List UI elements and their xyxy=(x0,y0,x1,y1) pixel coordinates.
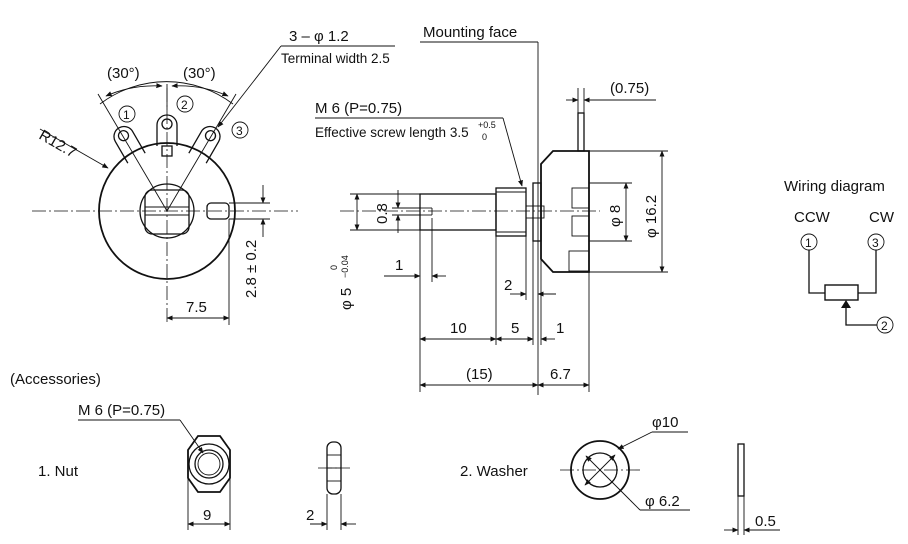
side-view: Mounting face M 6 (P=0.75) Effective scr… xyxy=(315,24,668,395)
washer-thickness-label: 0.5 xyxy=(755,513,776,530)
width-dim-label: 7.5 xyxy=(186,299,207,316)
front-view: (30°) (30°) ① 1 2 3 R12.7 3 – φ 1.2 Term… xyxy=(32,28,395,325)
dim-10-label: 10 xyxy=(450,320,467,337)
shaft-tol-lower: −0.04 xyxy=(340,255,350,278)
dim-6-7-label: 6.7 xyxy=(550,366,571,383)
height-dim-label: 2.8 ± 0.2 xyxy=(243,240,260,298)
body-side xyxy=(540,150,590,273)
screw-length-label: Effective screw length 3.5 xyxy=(315,125,469,140)
wiring-terminal-3: 3 xyxy=(867,233,885,251)
dim-2-label: 2 xyxy=(504,277,512,294)
wiring-terminal-2: 2 xyxy=(876,316,894,334)
potentiometer-body xyxy=(98,142,236,280)
mounting-face-label: Mounting face xyxy=(423,24,517,41)
washer-outer-label: φ10 xyxy=(652,414,678,431)
bushing-dia-label: φ 8 xyxy=(607,205,624,227)
dim-1b-label: 1 xyxy=(556,320,564,337)
wiring-terminal-1: 1 xyxy=(800,233,818,251)
thread-spec-label: M 6 (P=0.75) xyxy=(315,100,402,117)
svg-text:2: 2 xyxy=(181,98,188,112)
radius-label: R12.7 xyxy=(36,127,79,162)
dim-15-label: (15) xyxy=(466,366,493,383)
ccw-label: CCW xyxy=(794,209,831,226)
accessories-title: (Accessories) xyxy=(10,371,101,388)
body-dia-label: φ 16.2 xyxy=(643,195,660,238)
hole-spec-label: 3 – φ 1.2 xyxy=(289,28,349,45)
angle-right-label: (30°) xyxy=(183,65,216,82)
nut-width-label: 9 xyxy=(203,507,211,524)
dim-5-label: 5 xyxy=(511,320,519,337)
shaft-dia-label: φ 5 xyxy=(338,288,355,310)
threaded-bushing xyxy=(495,187,527,237)
terminal-1-marker: ① 1 xyxy=(118,105,136,123)
shaft xyxy=(419,193,497,231)
screw-tol-upper: +0.5 xyxy=(478,120,496,130)
svg-text:1: 1 xyxy=(123,108,130,122)
nut-thickness-label: 2 xyxy=(306,507,314,524)
terminal-width-label: Terminal width 2.5 xyxy=(281,51,390,66)
slot-width-label: 0.8 xyxy=(374,203,391,224)
resistor-symbol xyxy=(824,284,859,301)
washer-label: 2. Washer xyxy=(460,463,528,480)
slot-depth-label: 1 xyxy=(395,257,403,274)
angle-left-label: (30°) xyxy=(107,65,140,82)
wiring-title: Wiring diagram xyxy=(784,178,885,195)
screw-tol-lower: 0 xyxy=(482,132,487,142)
cw-label: CW xyxy=(869,209,895,226)
accessories: (Accessories) M 6 (P=0.75) 1. Nut 9 2 xyxy=(10,371,780,535)
nut-front xyxy=(187,435,231,493)
nut-thread-label: M 6 (P=0.75) xyxy=(78,402,165,419)
terminal-thickness-label: (0.75) xyxy=(610,80,649,97)
washer-inner-label: φ 6.2 xyxy=(645,493,680,510)
terminal-2-marker: 2 xyxy=(176,95,194,113)
terminal-3-marker: 3 xyxy=(231,121,249,139)
nut-label: 1. Nut xyxy=(38,463,79,480)
wiring-diagram: Wiring diagram CCW CW 1 3 2 xyxy=(784,178,895,334)
svg-text:1: 1 xyxy=(805,236,812,250)
svg-text:3: 3 xyxy=(236,124,243,138)
svg-text:2: 2 xyxy=(881,319,888,333)
svg-text:3: 3 xyxy=(872,236,879,250)
nut-side xyxy=(318,441,350,495)
shaft-tol-upper: 0 xyxy=(329,265,339,270)
washer-side xyxy=(737,443,745,497)
